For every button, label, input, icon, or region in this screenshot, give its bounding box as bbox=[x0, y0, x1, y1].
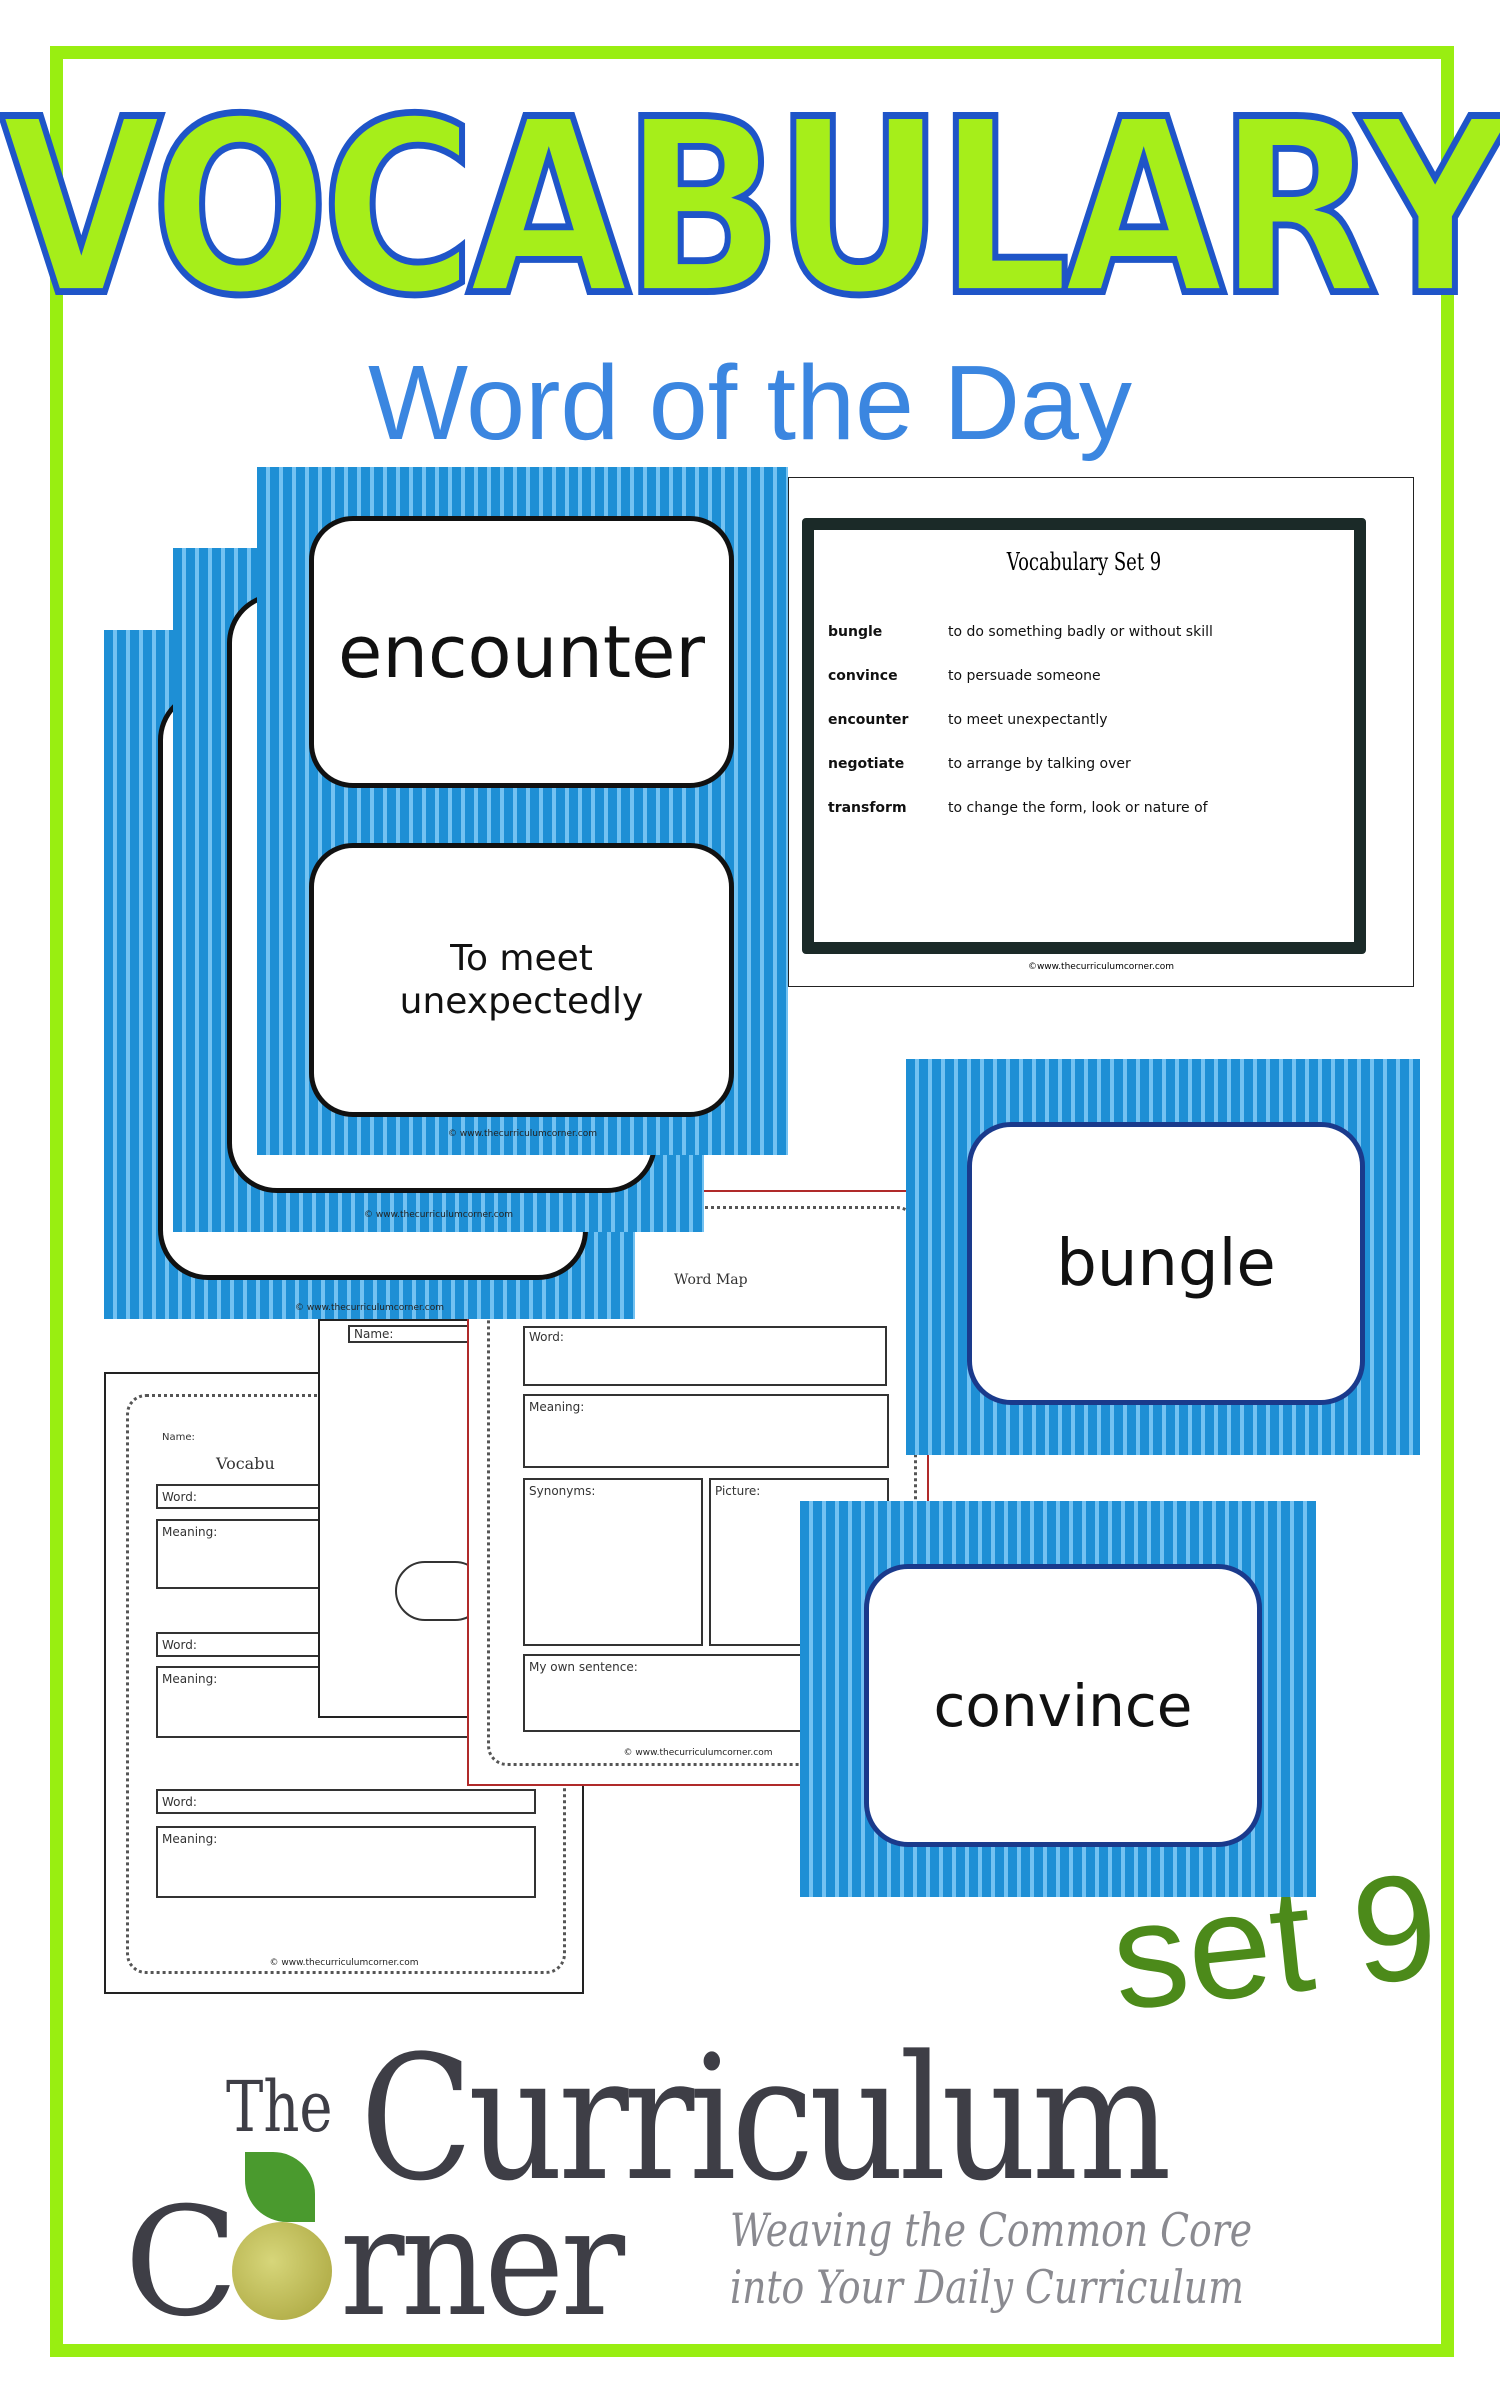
name-label: Name: bbox=[162, 1432, 195, 1443]
page-border bbox=[50, 46, 1454, 2357]
copyright-text: © www.thecurriculumcorner.com bbox=[295, 1303, 444, 1313]
word-card-encounter[interactable]: encounter To meet unexpectedly © www.the… bbox=[257, 467, 788, 1155]
card-word: encounter bbox=[309, 516, 734, 788]
list-title: Vocabulary Set 9 bbox=[1006, 548, 1162, 576]
worksheet-title: Vocabu bbox=[216, 1454, 275, 1473]
copyright-text: © www.thecurriculumcorner.com bbox=[364, 1210, 513, 1220]
definition-line: unexpectedly bbox=[399, 981, 644, 1022]
copyright-text: © www.thecurriculumcorner.com bbox=[623, 1748, 773, 1758]
card-word: bungle bbox=[967, 1122, 1365, 1405]
word-card-bungle[interactable]: bungle bbox=[906, 1059, 1420, 1455]
card-definition: To meet unexpectedly bbox=[309, 843, 734, 1117]
word-map-title: Word Map bbox=[674, 1272, 748, 1288]
word-card-convince[interactable]: convince bbox=[800, 1501, 1316, 1897]
name-label: Name: bbox=[354, 1327, 394, 1341]
page-subtitle: Word of the Day bbox=[368, 344, 1132, 462]
copyright-text: ©www.thecurriculumcorner.com bbox=[1027, 962, 1175, 972]
page-title: VOCABULARY bbox=[0, 67, 1500, 350]
copyright-text: © www.thecurriculumcorner.com bbox=[269, 1958, 419, 1968]
definition-line: To meet bbox=[450, 937, 593, 979]
card-word: convince bbox=[864, 1564, 1262, 1847]
copyright-text: © www.thecurriculumcorner.com bbox=[448, 1129, 597, 1139]
